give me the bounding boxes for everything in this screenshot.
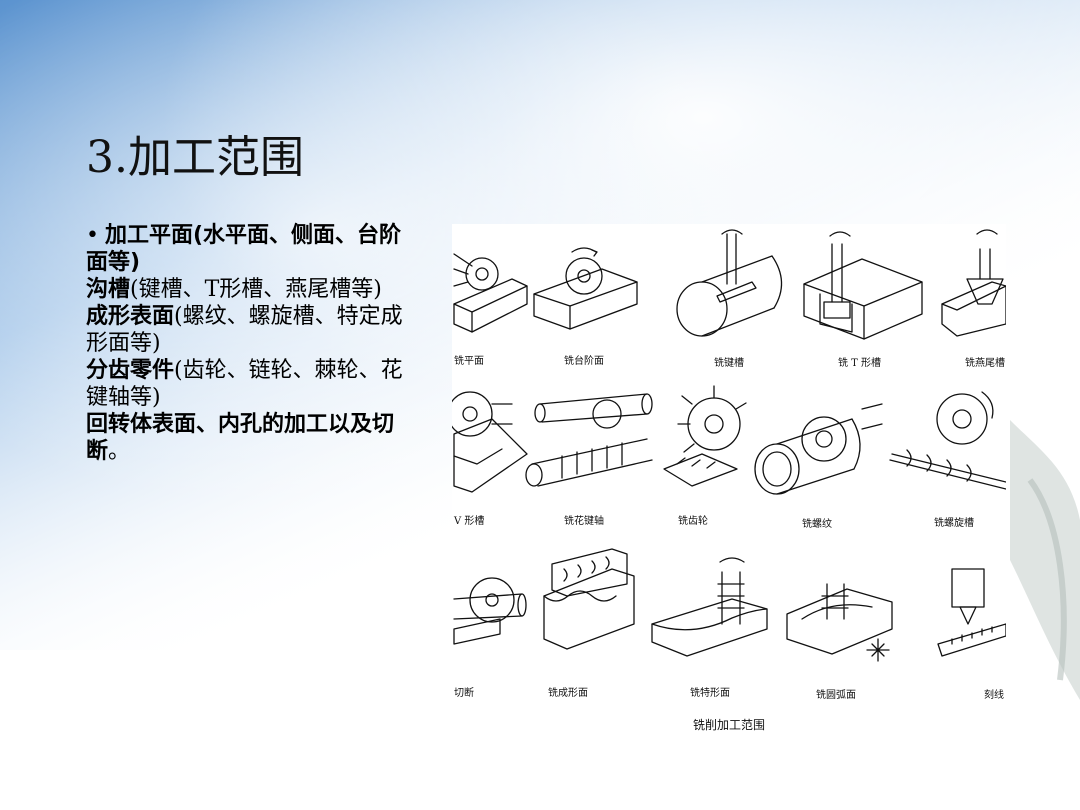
caption-spline-shaft: 铣花键轴 (564, 516, 604, 527)
illustration-v-groove (452, 391, 528, 493)
caption-form-milling: 铣成形面 (548, 688, 588, 699)
paragraph-indexing-text: (齿轮、链轮、棘轮、花键轴等) (86, 358, 403, 410)
illustration-form-milling (543, 548, 635, 650)
caption-arc-surface: 铣圆弧面 (816, 690, 856, 701)
paragraph-rotary: 回转体表面、内孔的加工以及切断。 (86, 411, 408, 465)
paragraph-groove: 沟槽(键槽、T形槽、燕尾槽等) (86, 276, 408, 303)
caption-engraving: 刻线 (984, 690, 1004, 701)
illustration-engraving (937, 568, 1006, 657)
paragraph-rotary-bold: 回转体表面、内孔的加工以及切断 (86, 412, 395, 464)
paragraph-groove-text: (键槽、T形槽、燕尾槽等) (130, 277, 382, 302)
milling-line-art (452, 229, 1006, 662)
caption-gear: 铣齿轮 (678, 516, 708, 527)
bullet-marker: • (86, 223, 99, 248)
caption-t-slot: 铣 T 形槽 (838, 358, 882, 369)
paragraph-plane-bold: 加工平面(水平面、侧面、台阶面等) (86, 223, 402, 275)
content-list: •加工平面(水平面、侧面、台阶面等) 沟槽(键槽、T形槽、燕尾槽等) 成形表面(… (86, 222, 408, 465)
caption-face-milling: 铣平面 (454, 356, 484, 367)
caption-dovetail: 铣燕尾槽 (965, 358, 1005, 369)
caption-step-milling: 铣台阶面 (564, 356, 604, 367)
paragraph-plane: •加工平面(水平面、侧面、台阶面等) (86, 222, 408, 276)
illustration-special-form (651, 557, 768, 657)
caption-cut-off: 切断 (454, 688, 474, 699)
illustration-t-slot-milling (803, 231, 923, 340)
caption-keyway: 铣键槽 (714, 358, 744, 369)
paragraph-forming: 成形表面(螺纹、螺旋槽、特定成形面等) (86, 303, 408, 357)
illustration-gear-milling (663, 385, 747, 487)
illustration-dovetail-milling (941, 229, 1006, 337)
slide-title: 3.加工范围 (86, 132, 304, 184)
illustration-spline-shaft (525, 393, 653, 487)
illustration-arc-surface (786, 583, 893, 662)
paragraph-forming-bold: 成形表面 (86, 304, 175, 329)
illustration-cut-off (453, 577, 527, 645)
paragraph-forming-text: (螺纹、螺旋槽、特定成形面等) (86, 304, 403, 356)
illustration-keyway-milling (676, 229, 783, 337)
milling-range-figure: 铣平面 铣台阶面 铣键槽 铣 T 形槽 铣燕尾槽 V 形槽 铣花键轴 铣齿轮 铣… (452, 224, 1006, 734)
caption-v-groove: V 形槽 (454, 516, 485, 527)
illustration-face-milling (453, 253, 528, 333)
caption-special-form: 铣特形面 (690, 688, 730, 699)
paragraph-indexing: 分齿零件(齿轮、链轮、棘轮、花键轴等) (86, 357, 408, 411)
caption-helical-groove: 铣螺旋槽 (934, 518, 974, 529)
paragraph-rotary-text: 。 (108, 439, 131, 464)
paragraph-groove-bold: 沟槽 (86, 277, 131, 302)
paragraph-indexing-bold: 分齿零件 (86, 358, 175, 383)
illustration-step-milling (533, 247, 638, 330)
figure-caption: 铣削加工范围 (692, 718, 765, 732)
illustration-helical-groove (889, 391, 1006, 490)
caption-thread: 铣螺纹 (802, 519, 832, 530)
illustration-thread-milling (754, 403, 883, 495)
